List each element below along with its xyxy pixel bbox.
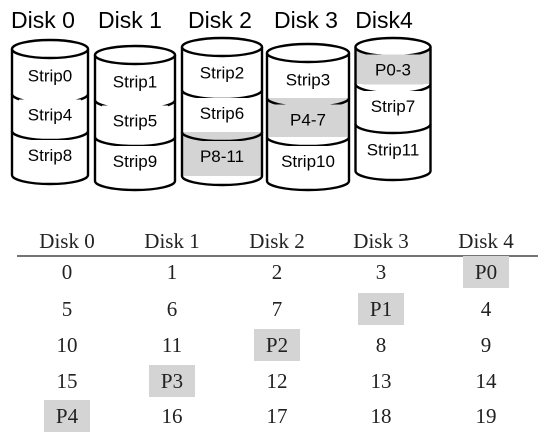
data-block-cell: 12: [267, 369, 288, 393]
table-row: 10 11 P2 8 9: [57, 329, 492, 361]
parity-strip-label: P4-7: [290, 111, 326, 130]
data-block-cell: 11: [162, 333, 182, 357]
table-header-cell: Disk 0: [39, 229, 94, 253]
parity-strip-label: P0-3: [375, 61, 411, 80]
data-block-cell: 13: [371, 369, 392, 393]
parity-strip-box: [189, 141, 255, 171]
strip-box: [19, 60, 81, 91]
parity-strip-box: [274, 104, 342, 135]
strip-label: Strip8: [28, 146, 72, 165]
parity-strip-label: P8-11: [200, 147, 244, 166]
strip-label: Strip6: [200, 104, 244, 123]
data-block-cell: 9: [481, 333, 492, 357]
strip-label: Strip7: [371, 97, 415, 116]
data-block-cell: 1: [167, 260, 178, 284]
table-header-cell: Disk 2: [249, 229, 304, 253]
data-block-cell: 14: [476, 369, 498, 393]
disk-title: Disk 0: [11, 7, 75, 33]
cylinder-top: [180, 36, 264, 58]
strip-label: Strip9: [113, 152, 157, 171]
strip-label: Strip11: [367, 141, 420, 160]
parity-strip-box: [362, 54, 424, 85]
strip-separator: [265, 136, 351, 148]
strip-label: Strip3: [286, 71, 330, 90]
strip-box: [102, 146, 168, 176]
cylinder-body: [265, 53, 351, 192]
disk-title: Disk4: [355, 7, 413, 33]
table-header-row: Disk 0 Disk 1 Disk 2 Disk 3 Disk 4: [39, 229, 514, 253]
data-block-cell: 8: [376, 333, 387, 357]
cylinder-top: [354, 36, 432, 58]
table-row: 15 P3 12 13 14: [57, 365, 498, 397]
cylinder-body: [93, 55, 177, 192]
parity-block-cell: P2: [266, 333, 288, 357]
parity-block-cell: P4: [56, 404, 79, 428]
strip-box: [102, 66, 168, 97]
table-header-cell: Disk 3: [353, 229, 408, 253]
strip-box: [274, 64, 342, 95]
data-block-cell: 18: [371, 404, 392, 428]
cylinder-body: [354, 47, 432, 182]
strip-box: [19, 99, 81, 130]
table-row: 0 1 2 3 P0: [62, 256, 509, 288]
data-block-cell: 5: [62, 297, 73, 321]
cylinder-top: [93, 44, 177, 66]
data-block-cell: 4: [481, 297, 492, 321]
strip-separator: [180, 89, 264, 101]
strip-box: [189, 57, 255, 88]
table-row: P4 16 17 18 19: [44, 400, 497, 432]
data-block-cell: 16: [162, 404, 183, 428]
strip-box: [362, 91, 424, 121]
parity-block-cell: P1: [370, 297, 392, 321]
parity-cell-highlight: [44, 400, 90, 432]
data-block-cell: 2: [272, 260, 283, 284]
cylinder-top: [10, 38, 90, 60]
strip-label: Strip10: [281, 152, 335, 171]
data-block-cell: 3: [376, 260, 387, 284]
strip-label: Strip4: [28, 106, 72, 125]
disk-title: Disk 2: [188, 7, 252, 33]
data-block-cell: 19: [476, 404, 497, 428]
disk-title: Disk 3: [274, 7, 338, 33]
data-block-cell: 10: [57, 333, 78, 357]
parity-block-cell: P0: [475, 260, 497, 284]
table-header-cell: Disk 4: [458, 229, 514, 253]
strip-label: Strip1: [113, 73, 157, 92]
parity-cell-highlight: [463, 256, 509, 288]
parity-cell-highlight: [358, 293, 404, 325]
strip-box: [362, 134, 424, 165]
strip-box: [19, 140, 81, 170]
strip-label: Strip5: [113, 112, 157, 131]
data-block-cell: 6: [167, 297, 178, 321]
table-header-cell: Disk 1: [144, 229, 199, 253]
strip-box: [189, 98, 255, 128]
disk-title: Disk 1: [98, 7, 162, 33]
data-block-cell: 7: [272, 297, 283, 321]
strip-label: Strip0: [28, 67, 72, 86]
cylinder-top: [265, 42, 351, 64]
strip-separator: [93, 136, 177, 148]
table-row: 5 6 7 P1 4: [62, 293, 492, 325]
strip-box: [274, 146, 342, 176]
cylinder-body: [180, 47, 264, 187]
strip-separator: [10, 130, 90, 142]
parity-cell-highlight: [149, 365, 195, 397]
parity-cell-highlight: [254, 329, 300, 361]
data-block-cell: 17: [267, 404, 288, 428]
parity-block-cell: P3: [161, 369, 183, 393]
strip-label: Strip2: [200, 64, 244, 83]
data-block-cell: 15: [57, 369, 78, 393]
data-block-cell: 0: [62, 260, 73, 284]
cylinder-body: [10, 49, 90, 186]
strip-separator: [354, 123, 432, 135]
strip-box: [102, 105, 168, 136]
